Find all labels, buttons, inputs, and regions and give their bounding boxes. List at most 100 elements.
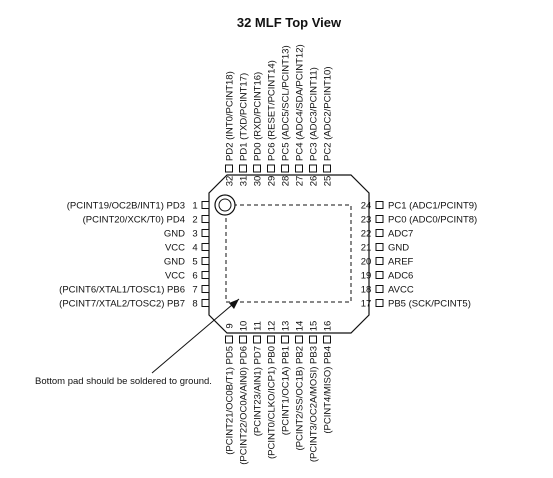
pin-pad-bottom bbox=[225, 335, 233, 344]
pin-pad-right bbox=[375, 243, 384, 251]
pin-label: PD1 (TXD/PCINT17) bbox=[239, 73, 250, 161]
pin-label: ADC7 bbox=[388, 229, 413, 240]
pin-label: (PCINT4/MISO) PB4 bbox=[323, 346, 334, 434]
pin-number: 1 bbox=[192, 201, 197, 212]
pin-pad-left bbox=[201, 229, 210, 237]
pin-number: 15 bbox=[309, 321, 320, 332]
pin-number: 28 bbox=[281, 176, 292, 187]
pointer-arrowhead bbox=[229, 299, 239, 309]
pin-pad-right bbox=[375, 299, 384, 307]
pin-number: 2 bbox=[192, 215, 197, 226]
pin-number: 13 bbox=[281, 321, 292, 332]
pin-label: VCC bbox=[165, 271, 185, 282]
pin-number: 7 bbox=[192, 285, 197, 296]
pin-label: (PCINT2/SS/OC1B) PB2 bbox=[295, 346, 306, 451]
pin-label: PC0 (ADC0/PCINT8) bbox=[388, 215, 477, 226]
bottom-pad-outline bbox=[225, 204, 352, 303]
pin-pad-left bbox=[201, 215, 210, 223]
pin-label: (PCINT6/XTAL1/TOSC1) PB6 bbox=[59, 285, 185, 296]
pin-label: (PCINT3/OC2A/MOSI) PB3 bbox=[309, 346, 320, 462]
pin-number: 32 bbox=[225, 176, 236, 187]
pin-label: (PCINT20/XCK/T0) PD4 bbox=[83, 215, 185, 226]
pin-pad-top bbox=[253, 164, 261, 173]
pin-number: 21 bbox=[361, 243, 372, 254]
pin-label: (PCINT23/AIN1) PD7 bbox=[253, 346, 264, 436]
pin-number: 12 bbox=[267, 321, 278, 332]
pin-pad-left bbox=[201, 201, 210, 209]
pin-number: 8 bbox=[192, 299, 197, 310]
pin-label: (PCINT0/CLKO/ICP1) PB0 bbox=[267, 346, 278, 459]
pin-pad-right bbox=[375, 271, 384, 279]
pin-pad-left bbox=[201, 299, 210, 307]
pin-number: 9 bbox=[225, 323, 236, 328]
diagram-title: 32 MLF Top View bbox=[237, 15, 342, 30]
pin-pad-top bbox=[295, 164, 303, 173]
pin-label: PC2 (ADC2/PCINT10) bbox=[323, 67, 334, 162]
pin-label: PC4 (ADC4/SDA/PCINT12) bbox=[295, 44, 306, 161]
pin-label: PC3 (ADC3/PCINT11) bbox=[309, 67, 320, 161]
pin-pad-bottom bbox=[295, 335, 303, 344]
pin-number: 29 bbox=[267, 176, 278, 187]
pin-pad-right bbox=[375, 215, 384, 223]
pin-pad-bottom bbox=[253, 335, 261, 344]
pin-pad-bottom bbox=[239, 335, 247, 344]
pin-label: ADC6 bbox=[388, 271, 413, 282]
pin-number: 19 bbox=[361, 271, 372, 282]
pin-pad-bottom bbox=[281, 335, 289, 344]
pin-label: GND bbox=[388, 243, 409, 254]
pin-number: 5 bbox=[192, 257, 197, 268]
pin-number: 20 bbox=[361, 257, 372, 268]
pin-number: 31 bbox=[239, 176, 250, 187]
pin-number: 18 bbox=[361, 285, 372, 296]
pin-label: VCC bbox=[165, 243, 185, 254]
pin-label: GND bbox=[164, 257, 185, 268]
pin-number: 11 bbox=[253, 321, 264, 331]
pin-pad-left bbox=[201, 243, 210, 251]
bottom-pad-note: Bottom pad should be soldered to ground. bbox=[35, 376, 212, 387]
pin-pad-top bbox=[309, 164, 317, 173]
pin-group: 1(PCINT19/OC2B/INT1) PD32(PCINT20/XCK/T0… bbox=[59, 44, 477, 464]
pin-pad-top bbox=[239, 164, 247, 173]
pin-number: 22 bbox=[361, 229, 372, 240]
pin-label: PC6 (RESET/PCINT14) bbox=[267, 60, 278, 161]
pin-label: (PCINT7/XTAL2/TOSC2) PB7 bbox=[59, 299, 185, 310]
pointer-arrow-line bbox=[151, 298, 240, 374]
pin-number: 4 bbox=[192, 243, 197, 254]
pin-number: 25 bbox=[323, 176, 334, 187]
pin-pad-top bbox=[225, 164, 233, 173]
pin-number: 26 bbox=[309, 176, 320, 187]
pin-label: (PCINT21/OC0B/T1) PD5 bbox=[225, 346, 236, 455]
pin-pad-top bbox=[267, 164, 275, 173]
pin-pad-left bbox=[201, 271, 210, 279]
pin-number: 3 bbox=[192, 229, 197, 240]
pin-number: 6 bbox=[192, 271, 197, 282]
pin-label: AREF bbox=[388, 257, 414, 268]
pin-pad-bottom bbox=[323, 335, 331, 344]
pin-label: (PCINT22/OC0A/AIN0) PD6 bbox=[239, 346, 250, 465]
pin-label: (PCINT1/OC1A) PB1 bbox=[281, 346, 292, 435]
pin-label: PD2 (INT0/PCINT18) bbox=[225, 71, 236, 161]
pin-pad-right bbox=[375, 285, 384, 293]
pin-pad-top bbox=[323, 164, 331, 173]
pin-pad-right bbox=[375, 201, 384, 209]
pin-label: PC1 (ADC1/PCINT9) bbox=[388, 201, 477, 212]
pin-pad-bottom bbox=[309, 335, 317, 344]
pin-pad-left bbox=[201, 285, 210, 293]
pin-pad-bottom bbox=[267, 335, 275, 344]
pin-number: 10 bbox=[239, 321, 250, 332]
pin-number: 24 bbox=[361, 201, 372, 212]
pin-pad-top bbox=[281, 164, 289, 173]
pin-number: 23 bbox=[361, 215, 372, 226]
pin-label: PC5 (ADC5/SCL/PCINT13) bbox=[281, 45, 292, 161]
pin-number: 16 bbox=[323, 321, 334, 332]
pin-label: PD0 (RXD/PCINT16) bbox=[253, 72, 264, 161]
pin-number: 17 bbox=[361, 299, 372, 310]
pin-number: 14 bbox=[295, 321, 306, 332]
pin-label: PB5 (SCK/PCINT5) bbox=[388, 299, 471, 310]
pin-label: AVCC bbox=[388, 285, 414, 296]
pin-pad-right bbox=[375, 257, 384, 265]
pin-number: 30 bbox=[253, 176, 264, 187]
pin-pad-right bbox=[375, 229, 384, 237]
pin-label: GND bbox=[164, 229, 185, 240]
